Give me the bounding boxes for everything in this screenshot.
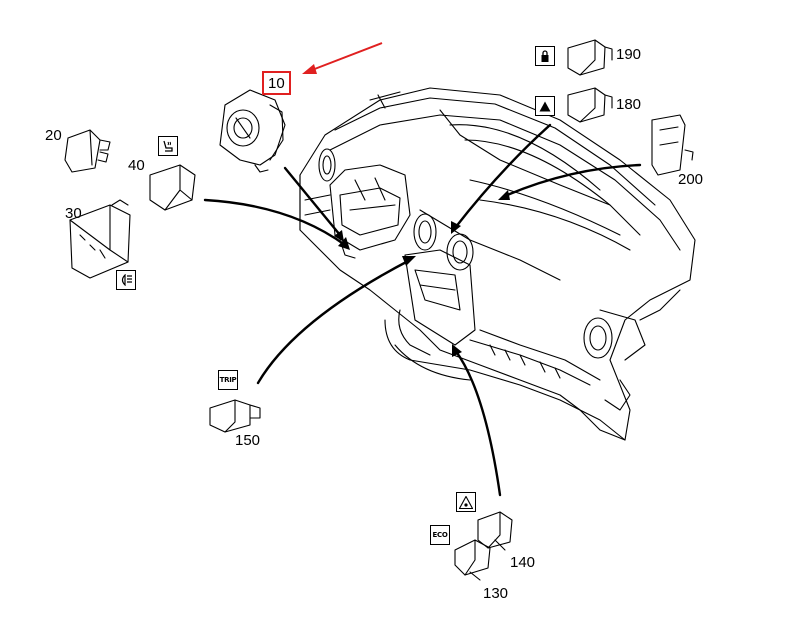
callout-130: 130 xyxy=(483,585,509,602)
callout-140: 140 xyxy=(510,554,536,571)
part-30-module xyxy=(69,199,131,279)
part-10-light-switch xyxy=(219,89,286,173)
part-130-eco-switch xyxy=(454,539,491,581)
callout-10: 10 xyxy=(262,71,291,95)
part-140-switch xyxy=(477,511,513,551)
seat-heater-icon xyxy=(158,136,178,156)
callout-30: 30 xyxy=(65,205,82,222)
part-40-switch xyxy=(149,164,196,211)
highlight-arrow xyxy=(302,42,383,74)
dashboard-outline xyxy=(299,87,696,441)
callout-190: 190 xyxy=(616,46,642,63)
leader-lines xyxy=(203,123,642,497)
part-190-lock-switch xyxy=(567,39,613,76)
eco-symbol: ECO xyxy=(430,525,450,545)
part-150-trip-switch xyxy=(209,399,261,433)
callout-180: 180 xyxy=(616,96,642,113)
trip-symbol: TRIP xyxy=(218,370,238,390)
hazard-triangle-icon xyxy=(535,96,555,116)
part-20-switch xyxy=(64,129,111,173)
part-180-hazard-switch xyxy=(567,87,613,123)
callout-150: 150 xyxy=(235,432,261,449)
part-200-switch-bank xyxy=(651,114,694,176)
callout-200: 200 xyxy=(678,171,704,188)
leader-arrowheads xyxy=(334,190,510,357)
callout-20: 20 xyxy=(45,127,62,144)
esp-off-icon xyxy=(456,492,476,512)
headlamp-range-icon xyxy=(116,270,136,290)
door-lock-icon xyxy=(535,46,555,66)
callout-40: 40 xyxy=(128,157,145,174)
